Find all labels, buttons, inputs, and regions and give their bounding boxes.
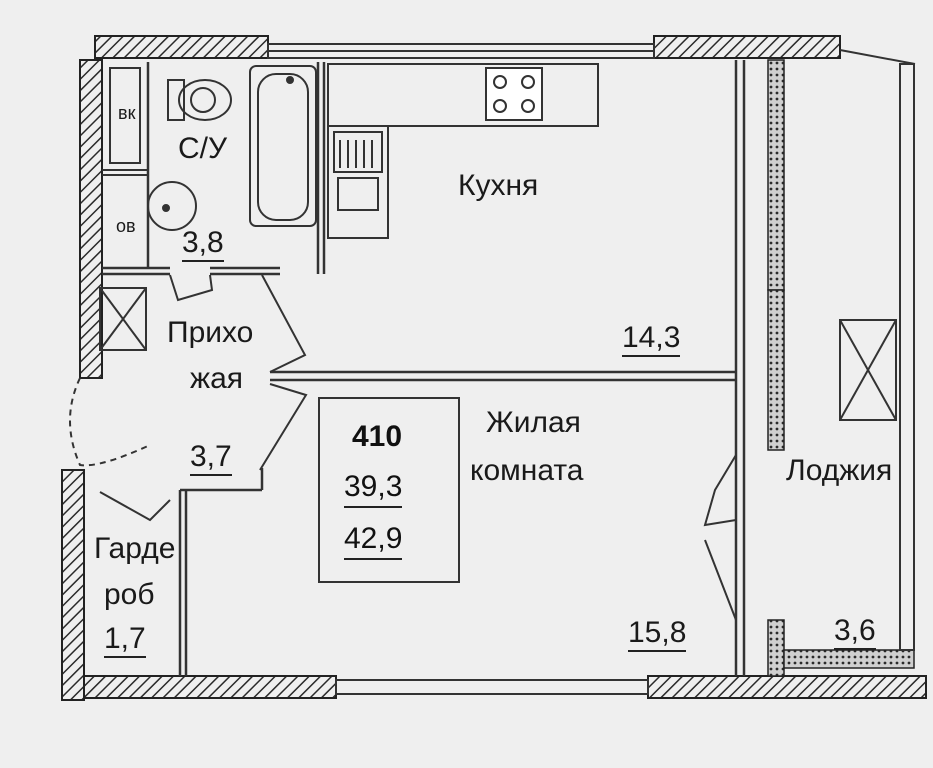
bathroom-label: С/У (178, 132, 228, 165)
total-area: 42,9 (344, 522, 403, 560)
loggia-label: Лоджия (786, 454, 893, 487)
exterior-walls (61, 35, 927, 701)
bathroom-fixtures (102, 65, 317, 231)
living-label-line1: Жилая (486, 406, 581, 439)
ventilation-shafts (99, 287, 897, 421)
interior-walls (102, 60, 746, 676)
living-area-total: 39,3 (344, 470, 403, 508)
kitchen-area: 14,3 (622, 323, 681, 357)
living-label-line2: комната (470, 454, 584, 487)
loggia-area: 3,6 (834, 616, 876, 650)
hall-label-line2: жая (190, 362, 243, 395)
apartment-number: 410 (352, 420, 403, 453)
windows (267, 43, 655, 695)
hall-label-line1: Прихо (167, 316, 254, 349)
loggia-wall (767, 49, 916, 677)
kitchen-fixtures (327, 63, 599, 239)
apartment-info-box (318, 397, 460, 583)
wardrobe-area: 1,7 (104, 624, 146, 658)
bathroom-area: 3,8 (182, 228, 224, 262)
door-swings (69, 274, 737, 621)
wardrobe-label-line2: роб (104, 578, 155, 611)
kitchen-label: Кухня (458, 169, 539, 202)
vk-label: вк (118, 103, 136, 123)
ov-label: ов (116, 216, 136, 236)
living-area: 15,8 (628, 618, 687, 652)
wardrobe-label-line1: Гарде (94, 532, 176, 565)
hall-area: 3,7 (190, 442, 232, 476)
